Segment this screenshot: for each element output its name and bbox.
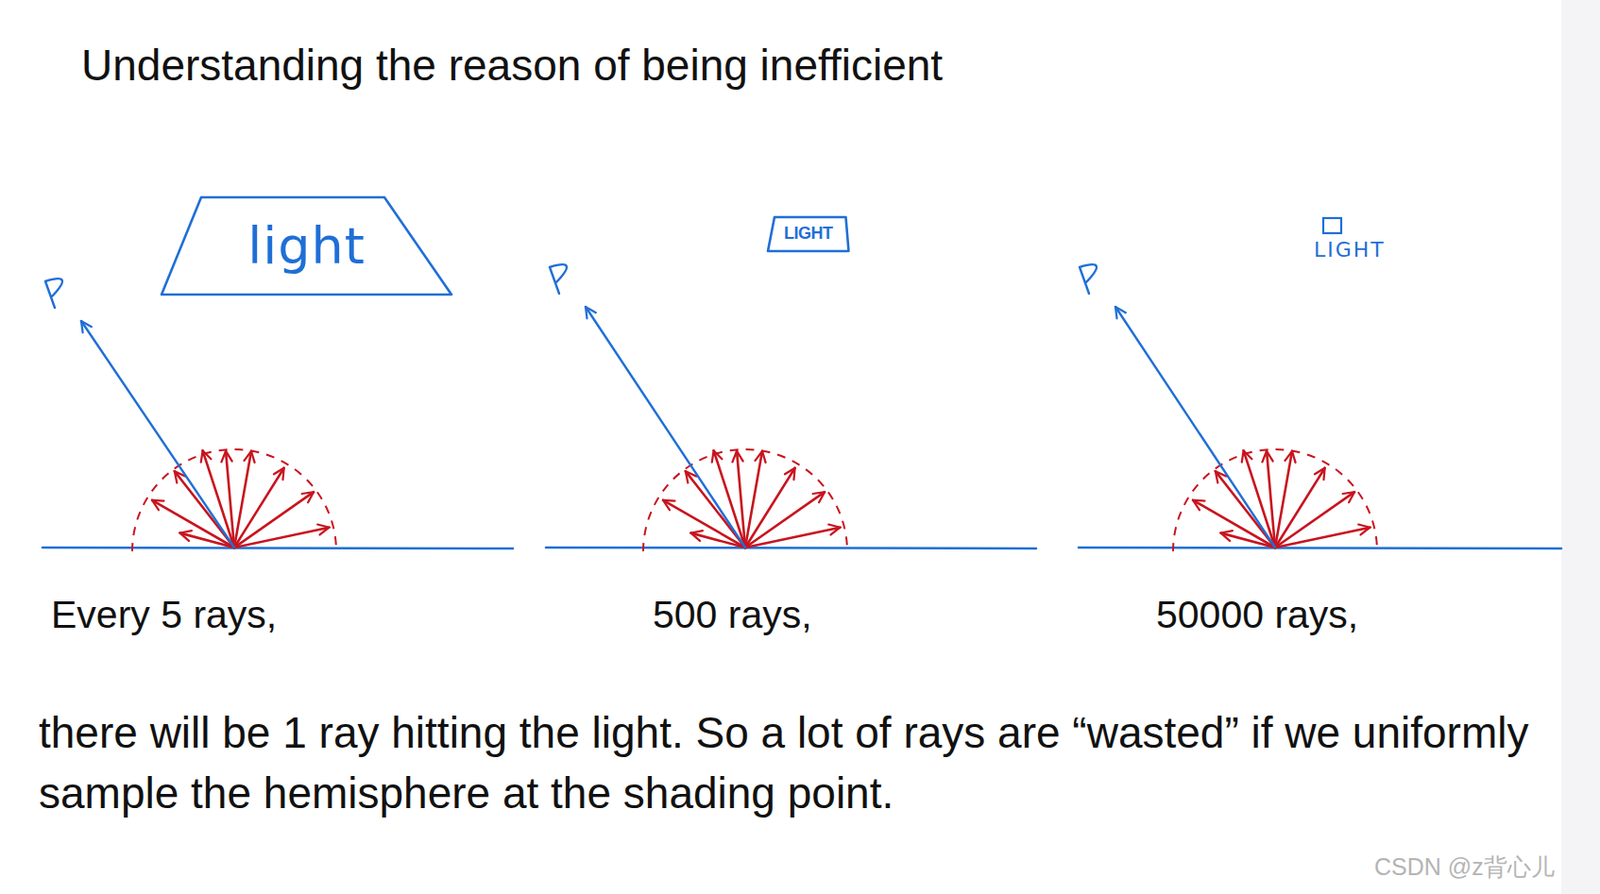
- sample-ray: [234, 527, 329, 548]
- light-label: LIGHT: [783, 224, 834, 244]
- light-box: light: [160, 196, 453, 296]
- ray-count: 500 rays,: [652, 593, 813, 638]
- light-trapezoid: [161, 197, 452, 295]
- eye-symbol: [45, 278, 63, 308]
- hemisphere-panel: [42, 278, 513, 552]
- light-square: [1323, 218, 1342, 234]
- sample-ray: [1275, 527, 1370, 548]
- light-source: LIGHT: [1313, 216, 1409, 270]
- ground-line: [42, 547, 513, 549]
- sample-ray: [1243, 450, 1276, 548]
- watermark: CSDN @z背心儿: [1374, 851, 1555, 884]
- sample-ray: [745, 468, 796, 548]
- eye-symbol: [549, 264, 567, 294]
- sample-ray: [203, 450, 235, 548]
- light-label: LIGHT: [1313, 238, 1386, 262]
- view-ray: [1115, 306, 1276, 548]
- hemisphere-panel: [545, 264, 1037, 552]
- hemisphere-arc: [643, 449, 848, 552]
- sample-ray: [1266, 451, 1276, 548]
- sample-ray: [1275, 468, 1326, 548]
- ground-line: [545, 547, 1037, 549]
- sample-ray: [234, 468, 285, 548]
- view-ray: [81, 321, 235, 548]
- hemisphere-arc: [132, 449, 337, 552]
- eye-symbol: [1079, 264, 1097, 294]
- light-label: light: [247, 218, 366, 274]
- ray-count: 50000 rays,: [1156, 593, 1359, 638]
- ray-count: Every 5 rays,: [51, 593, 277, 638]
- hemisphere-panel: [1078, 264, 1562, 552]
- slide-caption: there will be 1 ray hitting the light. S…: [38, 702, 1550, 824]
- view-ray: [585, 306, 746, 548]
- sample-ray: [736, 451, 746, 548]
- slide-title: Understanding the reason of being ineffi…: [81, 39, 943, 91]
- sample-ray: [225, 451, 235, 548]
- sample-ray: [745, 527, 840, 548]
- light-trapezoid: [767, 217, 850, 252]
- hemisphere-arc: [1173, 449, 1378, 552]
- side-strip: [1561, 0, 1600, 894]
- ground-line: [1078, 547, 1562, 549]
- sample-ray: [714, 450, 746, 548]
- light-box: LIGHT: [766, 216, 851, 253]
